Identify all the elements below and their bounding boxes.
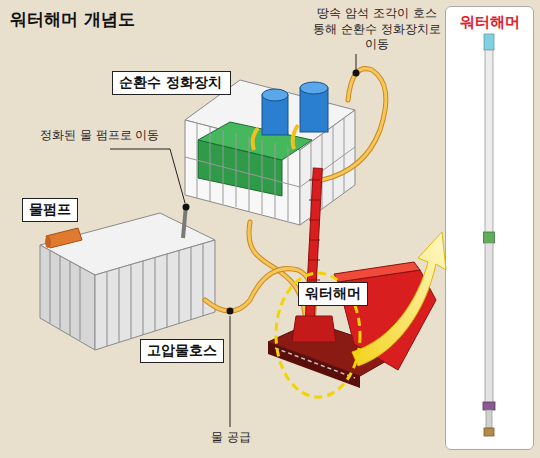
label-box: 물펌프 [22,198,78,222]
label-box: 순환수 정화장치 [112,71,231,95]
hose [205,69,386,330]
panel-heading: 워터해머 [446,7,533,32]
callout-text: 물 공급 [205,430,257,446]
water-hammer-tool [484,428,494,436]
drill-rig [292,316,336,342]
pump-muffler [45,228,82,248]
pump-container [95,240,215,350]
box-label: 고압물호스 [147,342,217,360]
callout-text: 정화된 물 펌프로 이동 [40,128,180,144]
drill-rig [305,168,323,336]
label-box: 워터해머 [298,282,368,306]
pump-muffler [46,228,82,248]
callout-text: 땅속 암석 조각이 호스 통해 순환수 정화장치로 이동 [312,6,442,53]
panel-ground [445,6,534,450]
leader-dot [183,70,360,315]
water-hammer-tool [484,232,495,243]
tool-panel: 워터해머 [445,6,534,450]
highlight-ring [276,273,360,397]
leader-dot [227,308,234,315]
leader-dot [353,70,360,77]
water-hammer-tool [483,34,495,436]
leader-line [230,316,231,427]
leader-line [356,54,357,70]
hose [322,69,386,180]
pump-container [40,245,95,350]
box-label: 워터해머 [305,285,361,303]
water-hammer-tool [483,402,495,410]
purifier-container [198,122,312,160]
purifier-container [262,89,288,101]
water-hammer-tool [484,34,494,50]
water-hammer-tool [486,410,492,428]
pump-container [40,213,215,350]
purifier-container [300,88,328,132]
purifier-container [185,118,355,221]
drill-rig [268,168,436,388]
box-label: 순환수 정화장치 [119,74,224,92]
leader-dot [183,204,190,211]
pump-container [107,244,203,346]
leader-line [110,54,356,427]
pump-muffler [45,236,51,248]
water-hammer-tool [485,243,493,403]
drill-rig [334,262,420,282]
leader-line [110,149,185,203]
hose [322,69,386,180]
purifier-container [185,80,355,225]
pump-container [50,251,80,340]
box-label: 물펌프 [29,201,71,219]
water-hammer-tool [485,50,493,234]
diagram-title: 워터해머 개념도 [10,8,135,31]
drill-rig [275,348,355,378]
purifier-container [300,82,328,94]
label-box: 고압물호스 [140,339,224,363]
